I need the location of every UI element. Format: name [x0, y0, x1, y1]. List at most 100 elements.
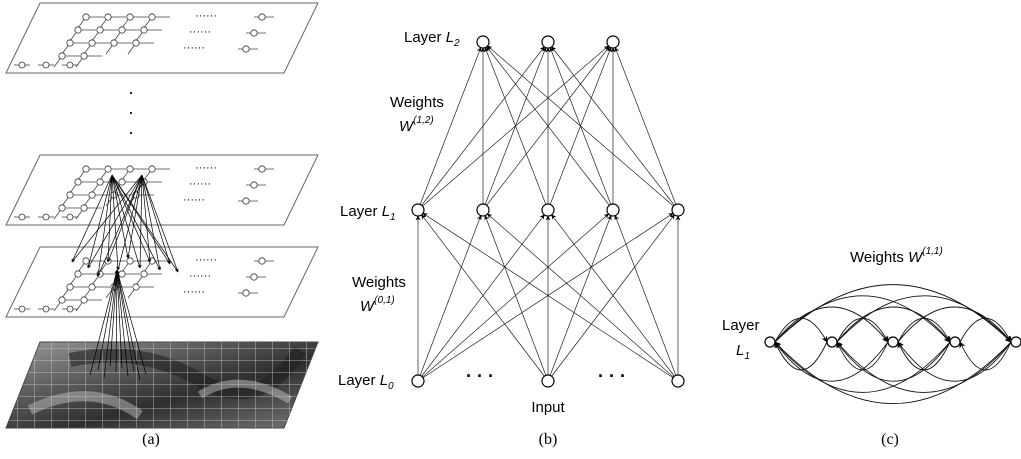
label-layer-l1-c: L1 [736, 342, 750, 362]
panel-c: Weights W(1,1) Layer L1 (c) [722, 246, 1021, 448]
receptive-field-arrows [71, 174, 179, 381]
neuron-node [411, 374, 425, 388]
row-dots: ······ [183, 42, 205, 54]
recurrent-arc [897, 306, 1012, 343]
connection-line [417, 46, 545, 211]
ellipsis-right: · · · [598, 366, 626, 386]
lattice-node [118, 178, 126, 186]
connection-arrow [71, 174, 113, 263]
lattice-node [88, 39, 96, 47]
recurrent-arc [774, 341, 951, 393]
connection-arrow [111, 174, 130, 259]
lattice-node [80, 52, 88, 60]
label-layer-l0: Layer L0 [338, 372, 394, 392]
connection-line [417, 47, 482, 211]
plane-border [5, 2, 319, 74]
connection-arrow [138, 174, 143, 269]
recurrent-nodes [764, 336, 1021, 348]
connection-arrow [96, 174, 113, 277]
lattice-node [88, 283, 96, 291]
connection-arrow [103, 269, 119, 379]
recurrent-arc [774, 295, 951, 343]
lattice-node [118, 270, 126, 278]
connection-line [486, 46, 614, 211]
connection-arrow [107, 174, 143, 263]
connection-lines [415, 45, 681, 382]
connection-line [417, 213, 674, 382]
neuron-node [541, 35, 555, 49]
lattice-node [42, 305, 50, 313]
connection-arrow [111, 174, 179, 273]
connection-arrow [106, 174, 113, 263]
connection-arrow [111, 174, 161, 271]
neuron-node [541, 203, 555, 217]
lattice-node [88, 191, 96, 199]
lattice-node [66, 283, 74, 291]
lattice-node [74, 178, 82, 186]
connection-arrow [141, 174, 162, 271]
lattice-node [242, 45, 250, 53]
connection-arrow [111, 174, 141, 269]
connection-line [421, 214, 549, 382]
lattice-node [132, 283, 140, 291]
lattice-node [140, 26, 148, 34]
connection-arrow [126, 174, 143, 259]
connection-line [487, 213, 679, 382]
row-dots: ······ [183, 194, 205, 206]
lattice-node [96, 178, 104, 186]
lattice-node [66, 39, 74, 47]
feature-plane: ·················· [5, 2, 319, 74]
connection-line [482, 47, 547, 211]
ellipsis-left: · · · [466, 366, 494, 386]
plane-border [5, 154, 319, 226]
neuron-node [476, 35, 490, 49]
recurrent-node [1010, 336, 1021, 348]
recurrent-arc [836, 295, 1012, 343]
lattice-node [258, 257, 266, 265]
lattice-node [82, 165, 90, 173]
row-dots: ······ [189, 270, 211, 282]
lattice-node [80, 204, 88, 212]
lattice-node [104, 13, 112, 21]
recurrent-arc [774, 284, 1012, 343]
feature-plane: ·················· [5, 246, 319, 318]
lattice-node [82, 257, 90, 265]
neuron-node [541, 374, 555, 388]
connection-line [614, 47, 679, 211]
recurrent-arc [836, 341, 1012, 393]
vertical-dots: · · · [128, 82, 134, 142]
label-input: Input [531, 399, 565, 416]
connection-line [417, 215, 482, 382]
connection-arrow [115, 269, 119, 373]
connection-arrow [141, 174, 171, 265]
neuron-node [411, 203, 425, 217]
connection-arrow [115, 269, 141, 381]
neuron-node [671, 374, 685, 388]
connection-line [484, 47, 549, 211]
lattice-node [18, 305, 26, 313]
lattice-node [18, 61, 26, 69]
connection-arrow [97, 269, 119, 371]
connection-arrow [89, 269, 118, 376]
lattice-node [258, 13, 266, 21]
connection-line [551, 46, 679, 211]
lattice-node [250, 273, 258, 281]
lattice-node [80, 296, 88, 304]
panel-a: ········································… [5, 2, 319, 448]
recurrent-node [764, 336, 776, 348]
row-dots: ······ [183, 286, 205, 298]
connection-line [487, 45, 679, 211]
recurrent-arc [836, 317, 889, 343]
lattice-node [66, 61, 74, 69]
recurrent-arc [897, 341, 951, 371]
connection-arrow [115, 269, 123, 369]
recurrent-arc [774, 306, 889, 343]
label-weights-11: Weights W(1,1) [850, 246, 943, 266]
lattice-node [126, 257, 134, 265]
recurrent-arc [774, 341, 1012, 405]
caption-a: (a) [142, 431, 160, 448]
row-dots: ······ [189, 26, 211, 38]
lattice-node [148, 165, 156, 173]
neuron-node [671, 203, 685, 217]
